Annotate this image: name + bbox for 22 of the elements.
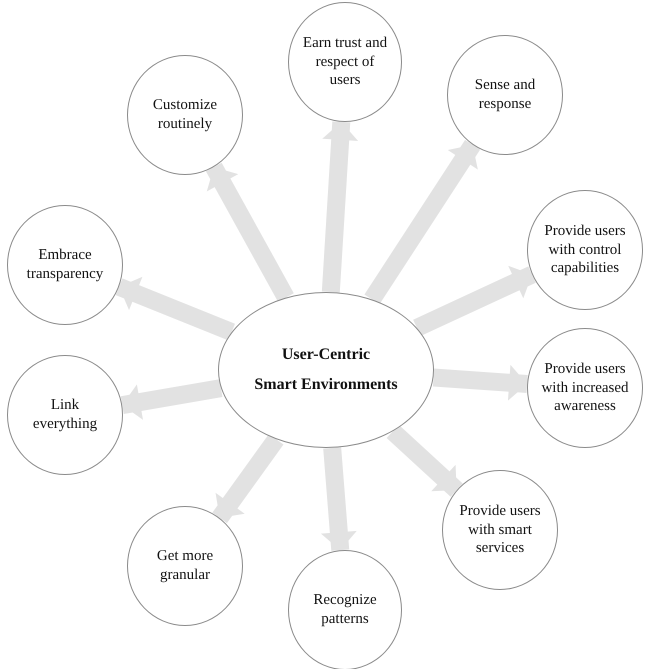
block-arrow (120, 379, 222, 420)
block-arrow (206, 162, 294, 302)
block-arrow (320, 447, 357, 551)
node-label: Embrace transparency (26, 246, 104, 284)
node-label: Link everything (32, 396, 98, 434)
block-arrow (432, 364, 528, 401)
block-arrow (386, 424, 463, 497)
node-label: Customize routinely (152, 96, 218, 134)
block-arrow (364, 140, 480, 304)
block-arrow (413, 266, 536, 336)
node-label: User-Centric (282, 345, 370, 365)
node-label: Smart Environments (254, 375, 398, 395)
node-label: Earn trust and respect of users (302, 34, 388, 90)
block-arrow (322, 121, 358, 293)
node-label: Provide users with smart services (458, 502, 542, 558)
block-arrow (212, 434, 284, 524)
node-label: Provide users with increased awareness (540, 360, 630, 416)
node-label: Provide users with control capabilities (543, 222, 627, 278)
node-label: Sense and response (474, 76, 536, 114)
block-arrow (116, 276, 236, 340)
node-label: Get more granular (156, 547, 214, 585)
node-label: Recognize patterns (312, 591, 378, 629)
